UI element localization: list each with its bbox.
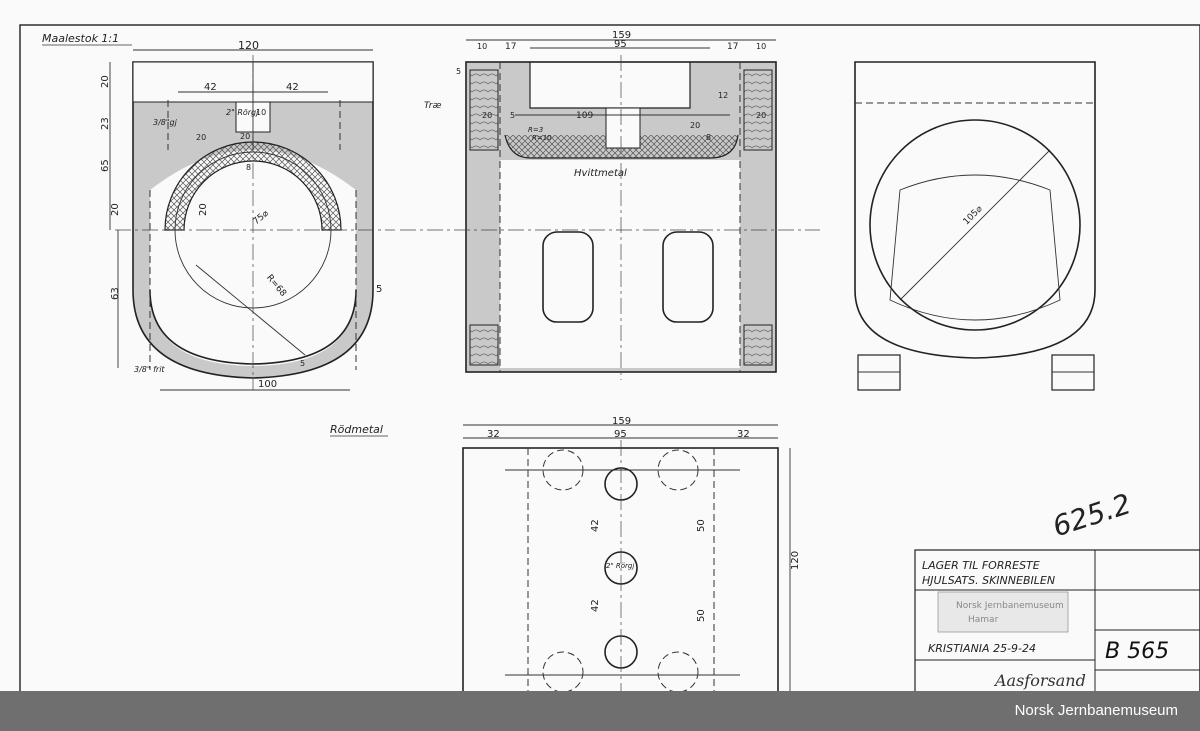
side-dimension-labels: 159 95 10 17 17 10 5 109 20 20 20 12 8 5… <box>424 30 766 179</box>
dim-side-20b: 20 <box>690 121 700 130</box>
museum-stamp <box>937 591 1069 633</box>
dim-side-total: 159 <box>612 30 631 41</box>
museum-footer-bar: Norsk Jernbanemuseum <box>0 691 1200 731</box>
front-view <box>109 49 395 391</box>
title-block <box>914 549 1200 691</box>
stamp-line-1: Norsk Jernbanemuseum <box>956 601 1064 611</box>
stamp-line-2: Hamar <box>968 615 999 625</box>
dim-plan-50a: 50 <box>696 519 707 532</box>
dim-side-20c: 20 <box>756 111 766 120</box>
dim-front-v5: 63 <box>110 287 121 300</box>
label-white-metal: Hvittmetal <box>574 168 627 179</box>
title-line-1: LAGER TIL FORRESTE <box>922 559 1040 572</box>
sheet-border <box>19 24 1200 691</box>
scale-note: Maalestok 1:1 <box>42 32 119 45</box>
dim-side-5: 5 <box>510 111 515 120</box>
technical-drawing: Maalestok 1:1 120 100 42 42 20 23 65 20 … <box>19 24 1200 691</box>
drawing-number: B 565 <box>1105 639 1169 664</box>
dim-side-l10: 10 <box>477 42 487 51</box>
dim-front-v2: 23 <box>100 117 111 130</box>
dim-side-r10: 10 <box>756 42 766 51</box>
dim-end-diam: 105⌀ <box>962 204 985 227</box>
dim-plan-42a: 42 <box>590 519 601 532</box>
dim-plan-r32: 32 <box>737 429 750 440</box>
label-wood: Træ <box>424 101 441 111</box>
plan-dimension-labels: 159 95 32 32 120 42 42 50 50 2" Rörgj <box>487 416 801 622</box>
dim-front-width: 120 <box>238 39 259 52</box>
label-oil-hole-top: 2" Rörgj <box>226 108 259 117</box>
dim-side-109: 109 <box>576 111 593 121</box>
dim-plan-l32: 32 <box>487 429 500 440</box>
dim-front-half-a: 42 <box>204 82 217 93</box>
label-bolt-3-8: 3/8" frit <box>134 365 165 374</box>
dim-front-bottom: 100 <box>258 379 277 390</box>
label-radius-b: R=10 <box>532 134 552 142</box>
dim-side-12: 12 <box>718 91 728 100</box>
label-thread-3-8: 3/8"gj <box>153 118 178 127</box>
label-bronze: Rödmetal <box>330 423 383 436</box>
dim-side-8: 8 <box>706 133 711 142</box>
dim-side-mid: 95 <box>614 39 627 50</box>
dim-side-r17: 17 <box>727 42 738 52</box>
dim-plan-mid: 95 <box>614 429 627 440</box>
label-radius-a: R=3 <box>528 126 543 134</box>
dim-front-side5: 5 <box>376 284 382 295</box>
plan-view <box>462 424 791 691</box>
dim-front-bot5: 5 <box>300 359 305 368</box>
dim-plan-42b: 42 <box>590 599 601 612</box>
museum-credit: Norsk Jernbanemuseum <box>1014 702 1178 719</box>
side-view <box>400 39 820 380</box>
dim-side-edge5: 5 <box>456 67 461 76</box>
dim-plan-50b: 50 <box>696 609 707 622</box>
dim-plan-total: 159 <box>612 416 631 427</box>
dim-side-20a: 20 <box>482 111 492 120</box>
dim-front-r3: 8 <box>246 163 251 172</box>
dim-front-r4: 10 <box>256 108 266 117</box>
dim-front-v1: 20 <box>100 75 111 88</box>
label-oil-plan: 2" Rörgj <box>606 562 634 570</box>
signature: Aasforsand <box>993 671 1086 690</box>
dim-front-inner20: 20 <box>198 203 209 216</box>
dim-front-r2: 20 <box>240 132 250 141</box>
dim-side-l17: 17 <box>505 42 516 52</box>
dim-front-r1: 20 <box>196 133 206 142</box>
place-date: KRISTIANIA 25-9-24 <box>928 642 1036 655</box>
catalog-number: 625.2 <box>1049 487 1135 543</box>
end-view <box>854 61 1096 391</box>
dim-front-v3: 65 <box>100 159 111 172</box>
dim-front-v4: 20 <box>110 203 121 216</box>
dim-front-half-b: 42 <box>286 82 299 93</box>
title-line-2: HJULSATS. SKINNEBILEN <box>922 574 1055 587</box>
dim-plan-120: 120 <box>790 551 801 570</box>
